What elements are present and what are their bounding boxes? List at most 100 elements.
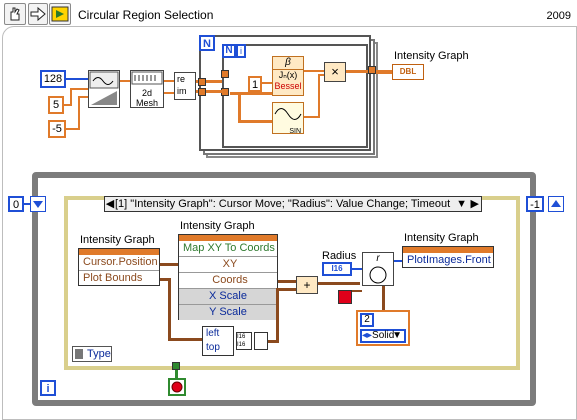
wire-sin-mult	[304, 116, 318, 118]
left-node-header	[79, 249, 159, 255]
stop-tunnel	[172, 362, 180, 370]
constant-5[interactable]: 5	[48, 96, 64, 114]
n-terminal[interactable]: N	[199, 35, 215, 51]
shift-register-right	[548, 196, 564, 212]
x-scale-row[interactable]: X Scale	[179, 288, 277, 304]
draw-circle-vi[interactable]: r	[362, 252, 394, 286]
radius-terminal[interactable]: I16	[322, 262, 352, 276]
beta-symbol: β	[273, 57, 303, 70]
wire-color	[352, 290, 362, 292]
loop-condition-terminal[interactable]	[168, 378, 186, 396]
circle-icon	[369, 266, 387, 284]
wire-style-circle	[382, 286, 385, 310]
right-property-node[interactable]: PlotImages.Front	[402, 246, 494, 268]
wire-plotbounds-b	[168, 278, 171, 340]
map-xy-row[interactable]: Map XY To Coords	[183, 242, 275, 254]
left-label: left	[206, 328, 220, 339]
shift-init-0[interactable]: 0	[8, 196, 24, 212]
add-node[interactable]: +	[296, 276, 318, 294]
run-icon	[51, 6, 69, 22]
wire-t2	[206, 90, 222, 93]
wire-add-circle	[318, 282, 360, 285]
wire-128	[66, 78, 90, 80]
loop-iteration-terminal: i	[40, 380, 56, 396]
y-scale-row[interactable]: Y Scale	[179, 304, 277, 320]
plotimages-front-row[interactable]: PlotImages.Front	[407, 254, 491, 266]
right-node-header	[403, 247, 493, 253]
unbundle-left-top[interactable]: left top	[202, 326, 234, 356]
up-arrow-icon	[551, 200, 561, 207]
run-button[interactable]	[49, 3, 71, 25]
plot-bounds-row[interactable]: Plot Bounds	[79, 270, 159, 286]
solid-label: Solid	[372, 330, 395, 341]
wire-stop	[175, 364, 178, 380]
radius-label: Radius	[322, 250, 357, 262]
constant-1[interactable]: 1	[248, 76, 262, 92]
constant-2[interactable]: 2	[360, 313, 374, 327]
tunnel-in-4	[221, 88, 229, 96]
event-case-selector[interactable]: ◀[1] "Intensity Graph": Cursor Move; "Ra…	[104, 196, 482, 212]
right-node-title: Intensity Graph	[404, 232, 479, 244]
type-icon	[75, 349, 83, 359]
wire-cursor-xy	[160, 263, 178, 266]
bessel-function-vi[interactable]: β Jₙ(x) Bessel	[272, 56, 304, 96]
wire-shift-init	[24, 203, 30, 205]
wire-radius	[352, 268, 362, 270]
middle-node-title: Intensity Graph	[180, 220, 255, 232]
solid-enum[interactable]: ◂▸Solid▼	[360, 329, 406, 343]
next-case-icon[interactable]: ▶	[470, 198, 479, 210]
middle-node-header	[179, 235, 277, 241]
wire-circle-out	[394, 260, 404, 262]
enum-dropdown-icon[interactable]: ▼	[392, 330, 402, 341]
build-cluster[interactable]	[254, 332, 268, 350]
ramp-icon	[89, 71, 119, 105]
wire-plotbounds-a	[160, 278, 170, 281]
hand-icon	[10, 7, 20, 21]
xy-row[interactable]: XY	[179, 256, 277, 272]
wire-t1	[206, 80, 222, 83]
tunnel-in-2	[198, 88, 206, 96]
sine-wave-icon	[274, 108, 302, 120]
wire-ramp-mesh	[120, 80, 130, 82]
wire-plotbounds-c	[168, 338, 204, 341]
wire-to-graph	[376, 70, 392, 74]
case-dropdown-icon[interactable]: ▼	[456, 198, 467, 210]
mesh-icon	[131, 71, 163, 85]
wire-mult-out	[346, 70, 376, 73]
wire-neg5a	[66, 128, 78, 130]
constant-neg5[interactable]: -5	[48, 120, 66, 138]
coords-row[interactable]: Coords	[179, 272, 277, 288]
multiply-node[interactable]: ×	[324, 62, 346, 82]
prev-case-icon[interactable]: ◀	[105, 198, 115, 210]
intensity-graph-terminal[interactable]: DBL	[392, 64, 424, 80]
im-label: im	[177, 86, 187, 96]
left-node-title: Intensity Graph	[80, 234, 155, 246]
arrow-right-icon	[30, 6, 46, 22]
cursor-position-row[interactable]: Cursor.Position	[83, 256, 158, 268]
ramp-pattern-vi[interactable]	[88, 70, 120, 108]
step-arrow-button[interactable]	[28, 3, 48, 25]
shift-out-neg1[interactable]: -1	[526, 196, 544, 212]
tunnel-out	[368, 66, 376, 74]
hand-tool-button[interactable]	[4, 3, 26, 25]
sine-vi[interactable]: SIN	[272, 102, 304, 135]
left-property-node[interactable]: Cursor.Position Plot Bounds	[78, 248, 160, 286]
red-color-constant[interactable]	[338, 290, 352, 304]
constant-128[interactable]: 128	[40, 70, 66, 88]
stop-icon	[171, 381, 183, 393]
wire-neg5b	[78, 96, 80, 130]
event-case-label: [1] "Intensity Graph": Cursor Move; "Rad…	[115, 198, 451, 210]
down-arrow-icon	[33, 201, 43, 208]
wire-1-bessel	[262, 82, 272, 84]
wire-x-sin-h	[238, 120, 272, 123]
event-type-terminal[interactable]: Type	[72, 346, 112, 362]
bessel-label: Bessel	[274, 81, 302, 91]
re-im-to-complex[interactable]: re im	[174, 72, 196, 100]
middle-property-node[interactable]: Map XY To Coords XY Coords X Scale Y Sca…	[178, 234, 278, 320]
bessel-jn: Jₙ(x)	[278, 70, 298, 80]
wire-coords-add	[278, 280, 296, 283]
inner-n-terminal[interactable]: N	[222, 44, 236, 58]
